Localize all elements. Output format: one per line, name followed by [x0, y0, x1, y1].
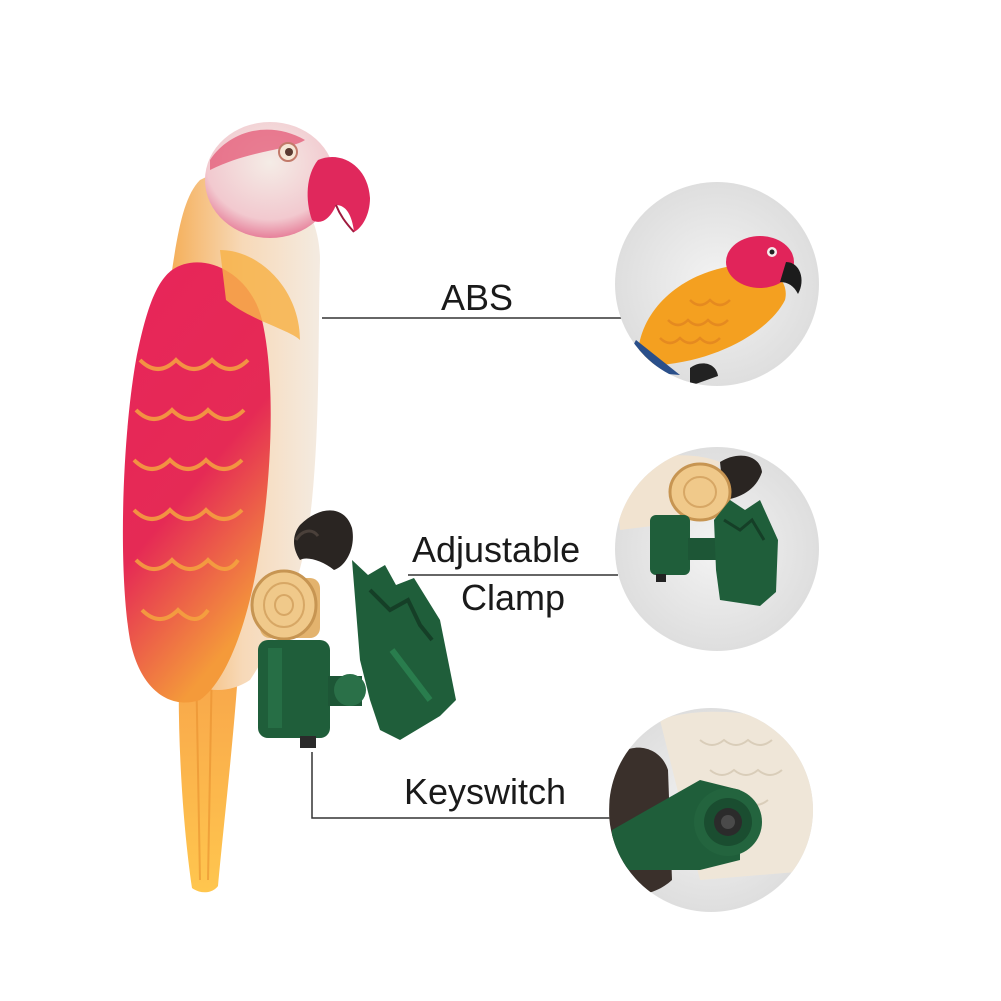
abs-label: ABS [441, 277, 514, 318]
parrot-claws [294, 510, 353, 570]
detail-circle-keyswitch [609, 708, 813, 912]
leader-lines [311, 317, 632, 819]
adjustable-label: Adjustable [412, 529, 581, 570]
main-parrot [122, 122, 456, 893]
parrot-beak [307, 156, 370, 232]
detail-circle-clamp [615, 447, 819, 651]
parrot-wing [122, 262, 271, 703]
green-clamp [258, 560, 456, 748]
detail-circle-abs [615, 182, 819, 386]
keyswitch-label: Keyswitch [404, 771, 567, 812]
clamp-label: Clamp [461, 577, 566, 618]
wood-perch [250, 569, 320, 641]
keyswitch-leader-line [311, 752, 612, 819]
